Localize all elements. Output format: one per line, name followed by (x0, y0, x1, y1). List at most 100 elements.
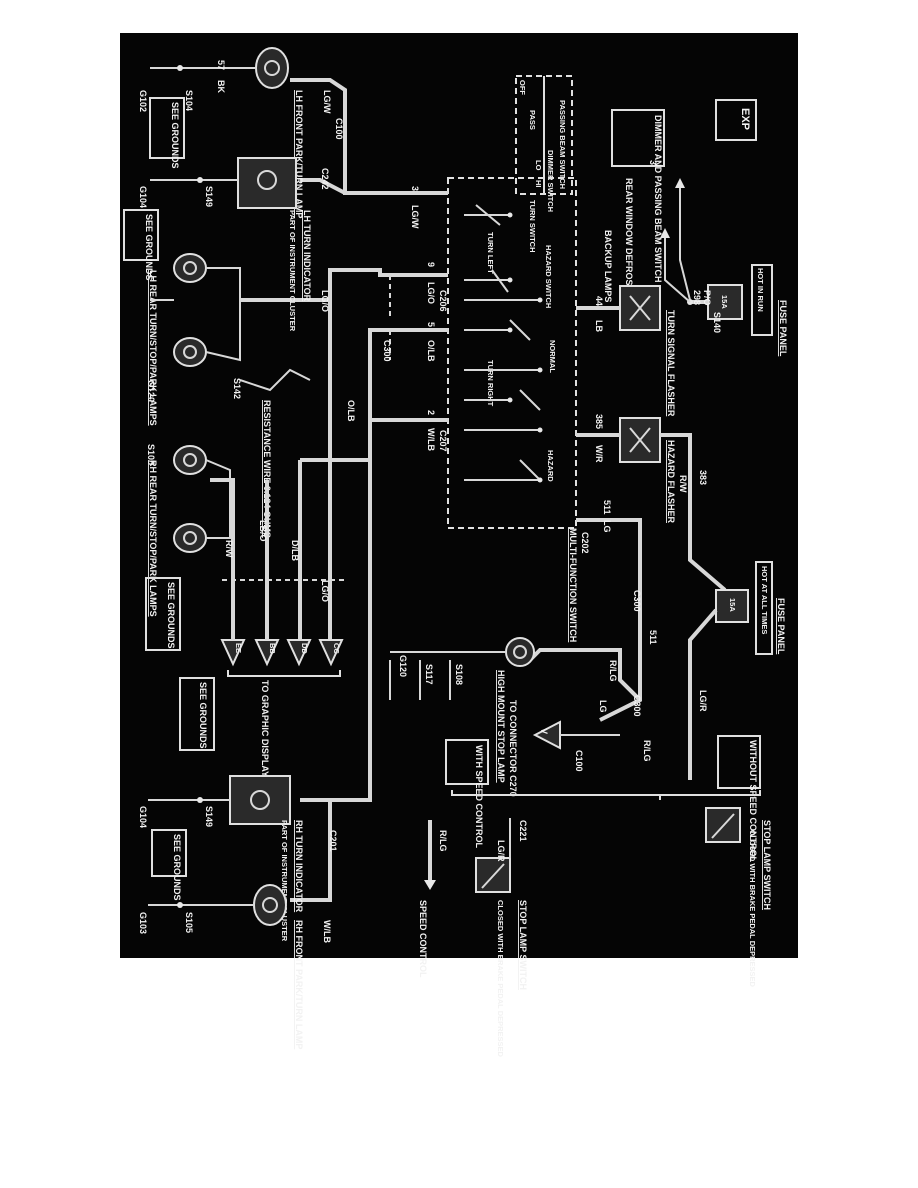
svg-text:EE: EE (234, 643, 243, 653)
exp-title: EXP (739, 108, 751, 130)
svg-text:O/LB: O/LB (346, 400, 356, 422)
svg-text:3: 3 (410, 186, 420, 191)
svg-text:TO GRAPHIC DISPLAY: TO GRAPHIC DISPLAY (260, 680, 270, 777)
svg-text:G103: G103 (138, 912, 148, 934)
svg-text:C100: C100 (574, 750, 584, 772)
svg-text:BACKUP LAMPS: BACKUP LAMPS (603, 230, 613, 302)
svg-text:TURN SIGNAL FLASHER: TURN SIGNAL FLASHER (666, 310, 676, 417)
svg-text:LG: LG (598, 700, 608, 713)
wire-298-backup (664, 235, 691, 303)
svg-text:RH TURN INDICATOR: RH TURN INDICATOR (294, 820, 304, 913)
svg-text:PASS: PASS (528, 110, 537, 130)
ground-stubs (389, 660, 451, 700)
svg-text:S104: S104 (184, 90, 194, 111)
svg-text:PART OF INSTRUMENT CLUSTER: PART OF INSTRUMENT CLUSTER (288, 210, 297, 332)
svg-text:C300: C300 (632, 695, 642, 717)
svg-text:383: 383 (698, 470, 708, 485)
svg-text:MULTI-FUNCTION SWITCH: MULTI-FUNCTION SWITCH (568, 528, 578, 642)
svg-text:S149: S149 (204, 806, 214, 827)
svg-text:LG/O: LG/O (320, 580, 330, 602)
svg-text:PART OF INSTRUMENT CLUSTER: PART OF INSTRUMENT CLUSTER (280, 820, 289, 942)
svg-text:57: 57 (216, 60, 226, 70)
svg-text:9: 9 (426, 262, 436, 267)
without-speed-box (717, 735, 761, 789)
svg-text:OFF: OFF (518, 80, 527, 95)
graphic-display-terminals: EE BB DD CC TO GRAPHIC DISPLAY R/W LB/O … (210, 478, 345, 777)
svg-text:TURN LEFT: TURN LEFT (486, 232, 495, 274)
svg-text:G102: G102 (138, 90, 148, 112)
svg-text:HAZARD SWITCH: HAZARD SWITCH (544, 245, 553, 308)
stop-lamp-switch-a: STOP LAMP SWITCH CLOSED WITH BRAKE PEDAL… (705, 807, 772, 988)
svg-text:C221: C221 (518, 820, 528, 842)
svg-text:FUSE PANEL: FUSE PANEL (776, 598, 786, 655)
svg-text:R/LG: R/LG (438, 830, 448, 852)
rh-front-lamp: RH FRONT PARK/TURN LAMP S105 G103 (138, 884, 304, 1049)
svg-text:C206: C206 (438, 290, 448, 312)
svg-text:3: 3 (648, 160, 658, 165)
svg-text:R/W: R/W (678, 475, 688, 493)
svg-text:SEE GROUNDS: SEE GROUNDS (144, 214, 154, 281)
svg-text:S108: S108 (454, 664, 464, 685)
multi-function-switch: TURN SWITCH HAZARD SWITCH NORMAL HAZARD … (447, 177, 578, 642)
svg-text:HOT AT ALL TIMES: HOT AT ALL TIMES (760, 566, 769, 634)
wire-810 (528, 648, 642, 702)
svg-text:D/LB: D/LB (290, 540, 300, 561)
svg-text:DD: DD (300, 643, 309, 654)
svg-text:LB: LB (594, 320, 604, 332)
svg-text:SEE GROUNDS: SEE GROUNDS (172, 834, 182, 901)
lh-rear-lamps: LH REAR TURN/STOP/PARK LAMPS G120 (146, 253, 241, 426)
svg-text:G104: G104 (138, 186, 148, 208)
svg-text:R/LG: R/LG (642, 740, 652, 762)
svg-text:5: 5 (426, 322, 436, 327)
svg-text:DIMMER AND PASSING BEAM SWITCH: DIMMER AND PASSING BEAM SWITCH (653, 115, 663, 283)
svg-text:LG/R: LG/R (496, 840, 506, 862)
wire-2-rh-front (290, 800, 332, 902)
hazard-flasher: HAZARD FLASHER 385 W/R 383 R/W (576, 414, 727, 592)
svg-text:C100: C100 (334, 118, 344, 140)
see-grounds-low (179, 677, 215, 751)
svg-text:LH REAR TURN/STOP/PARK LAMPS: LH REAR TURN/STOP/PARK LAMPS (148, 270, 158, 426)
svg-text:HAZARD FLASHER: HAZARD FLASHER (666, 440, 676, 523)
svg-text:TURN RIGHT: TURN RIGHT (486, 360, 495, 407)
svg-text:RESISTANCE WIRE 0.124 OHMS: RESISTANCE WIRE 0.124 OHMS (262, 400, 272, 538)
svg-text:LH TURN INDICATOR: LH TURN INDICATOR (302, 210, 312, 302)
wire-511-lg (576, 518, 642, 722)
svg-text:BB: BB (268, 643, 277, 654)
lh-front-lamp: LH FRONT PARK/TURN LAMP 57 BK S104 G102 … (138, 47, 304, 218)
svg-text:SEE GROUNDS: SEE GROUNDS (198, 682, 208, 749)
wire-298-defrost (679, 185, 691, 301)
dimmer-switch: OFF PASS DIMMER SWITCH PASSING BEAM SWIT… (515, 75, 573, 212)
svg-text:WITH SPEED CONTROL: WITH SPEED CONTROL (474, 745, 484, 849)
svg-text:TO CONNECTOR C270: TO CONNECTOR C270 (508, 700, 518, 797)
svg-text:44: 44 (594, 296, 604, 306)
svg-text:298: 298 (692, 290, 702, 305)
svg-text:511: 511 (602, 500, 612, 515)
wire-3-lgw (290, 78, 448, 195)
svg-text:C201: C201 (328, 830, 338, 852)
svg-text:C202: C202 (580, 532, 590, 554)
svg-text:15A: 15A (728, 598, 737, 612)
svg-text:LH FRONT PARK/TURN LAMP: LH FRONT PARK/TURN LAMP (294, 90, 304, 218)
svg-text:SEE GROUNDS: SEE GROUNDS (170, 102, 180, 169)
svg-text:S117: S117 (424, 664, 434, 685)
exp-title-box: EXP (715, 99, 757, 141)
wire-3-indicator (300, 178, 346, 195)
svg-text:C207: C207 (438, 430, 448, 452)
lh-turn-indicator: LH TURN INDICATOR PART OF INSTRUMENT CLU… (123, 157, 312, 332)
svg-text:W/LB: W/LB (426, 428, 436, 451)
svg-text:G120: G120 (146, 380, 156, 402)
svg-text:W/LB: W/LB (322, 920, 332, 943)
svg-text:STOP LAMP SWITCH: STOP LAMP SWITCH (762, 820, 772, 910)
svg-text:CC: CC (332, 643, 341, 654)
svg-text:RH FRONT PARK/TURN LAMP: RH FRONT PARK/TURN LAMP (294, 920, 304, 1049)
svg-text:STOP LAMP SWITCH: STOP LAMP SWITCH (518, 900, 528, 990)
svg-text:LO: LO (534, 160, 543, 171)
svg-text:SEE GROUNDS: SEE GROUNDS (166, 582, 176, 649)
svg-text:WITHOUT SPEED CONTROL: WITHOUT SPEED CONTROL (748, 740, 758, 862)
svg-text:HIGH MOUNT STOP LAMP: HIGH MOUNT STOP LAMP (496, 670, 506, 783)
svg-text:G120: G120 (398, 655, 408, 677)
svg-text:HOT IN RUN: HOT IN RUN (756, 268, 765, 312)
svg-text:S105: S105 (184, 912, 194, 933)
svg-text:LG: LG (602, 520, 612, 533)
